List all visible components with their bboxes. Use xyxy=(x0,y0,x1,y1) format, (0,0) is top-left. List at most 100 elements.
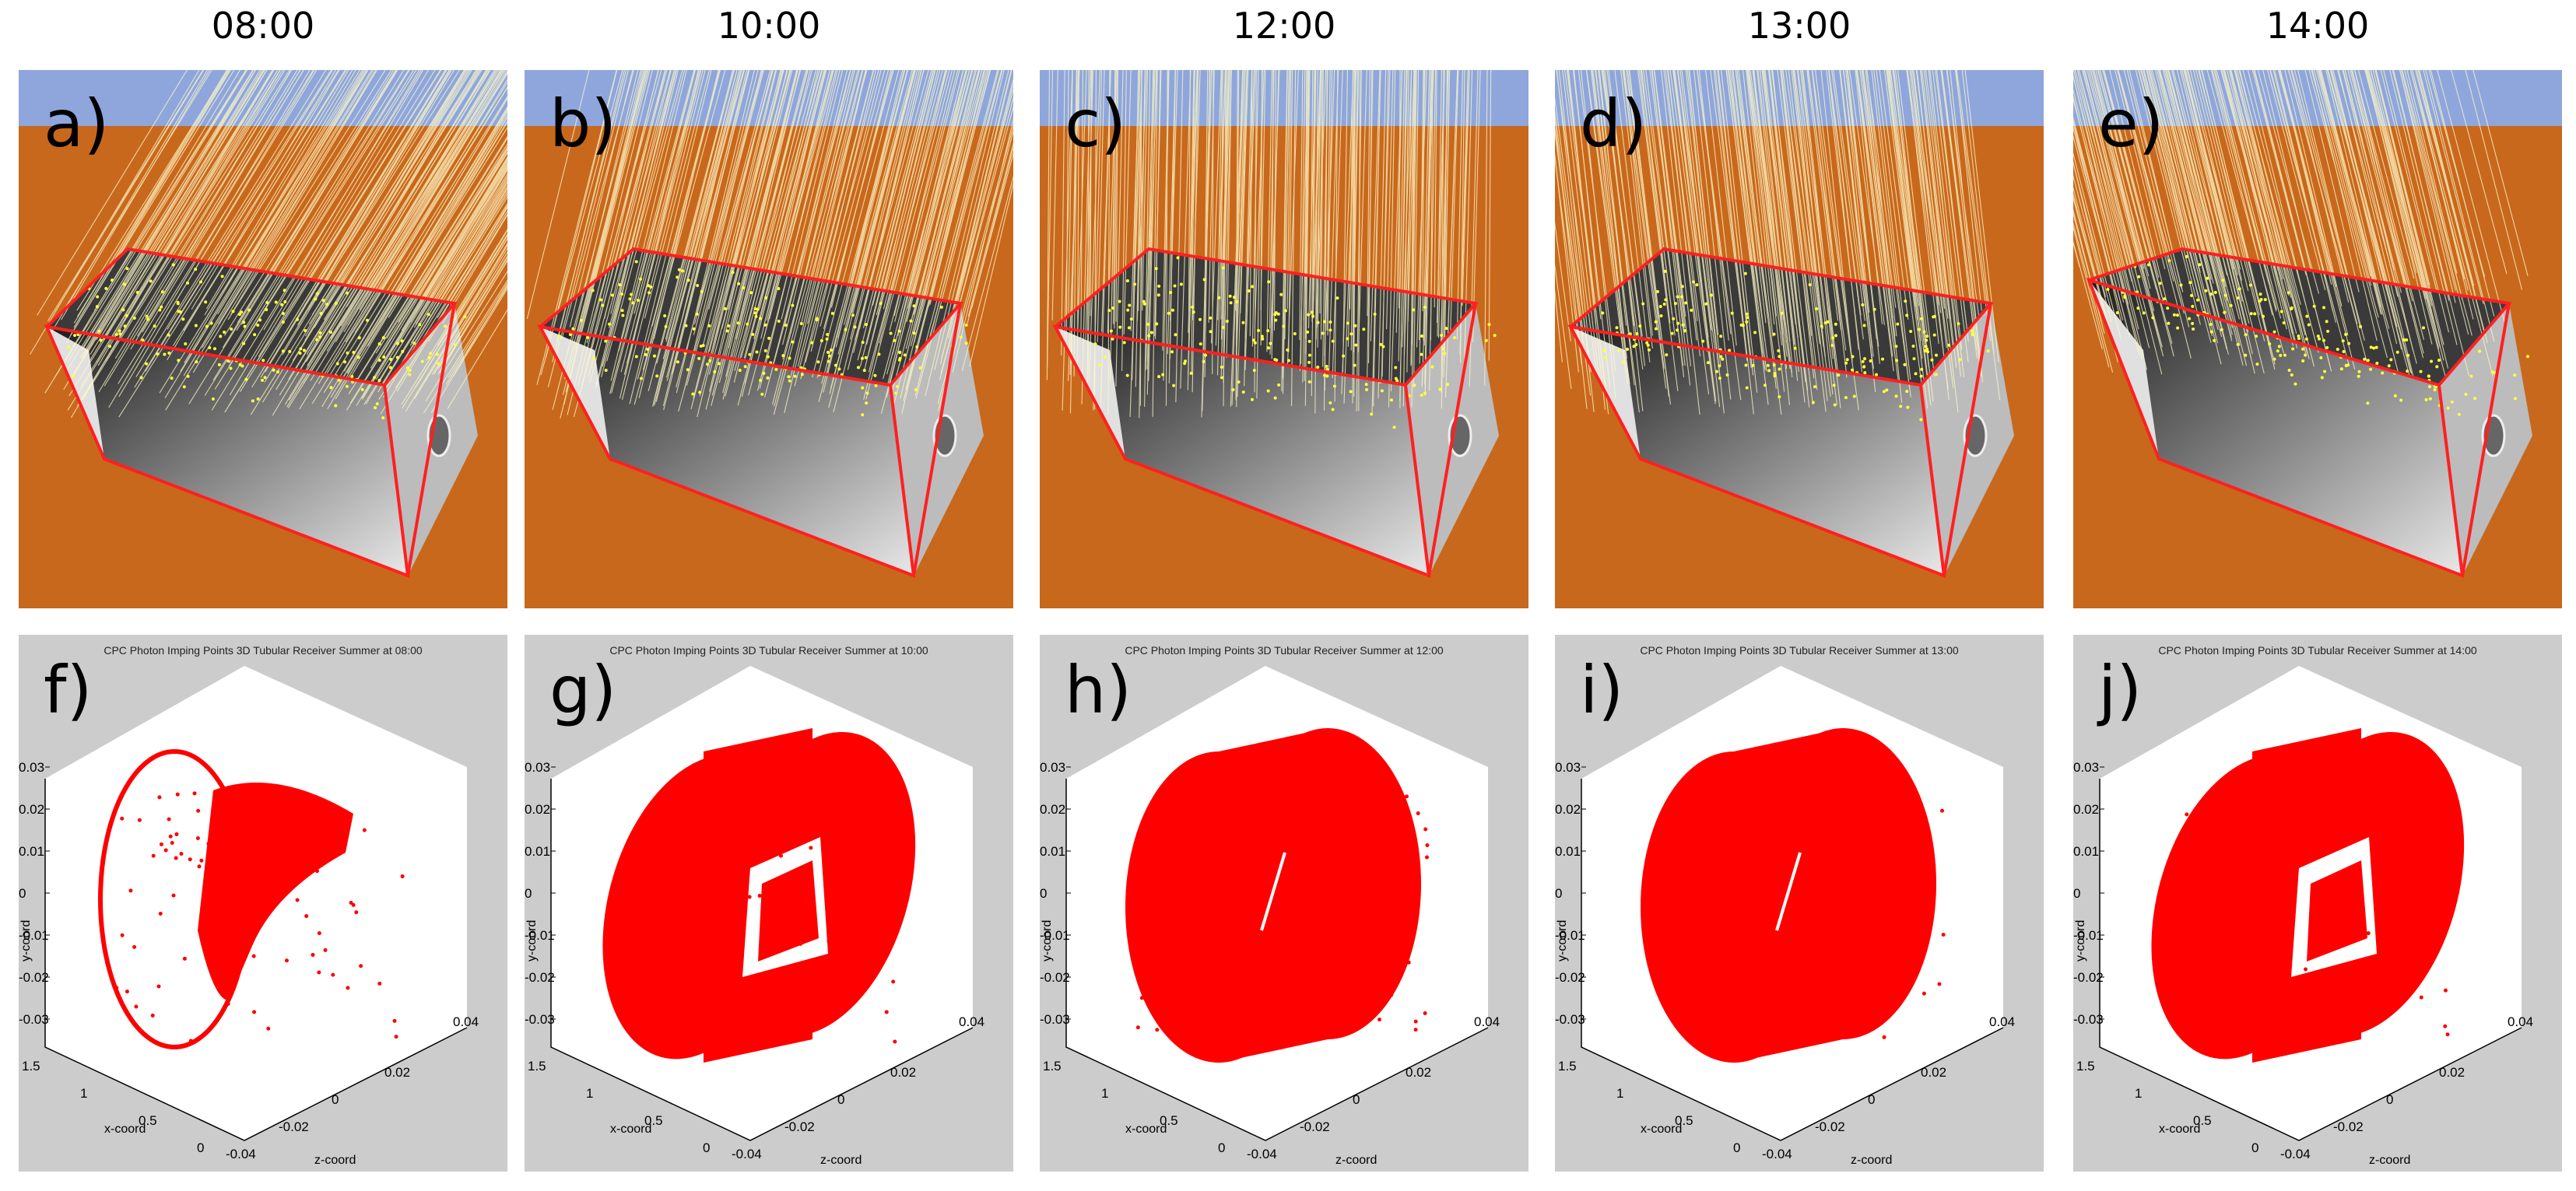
x-tick-label: 0.5 xyxy=(2193,1113,2212,1128)
time-header: 13:00 xyxy=(1747,5,1851,47)
photon-dots xyxy=(2106,254,2530,416)
x-tick-label: 0.5 xyxy=(644,1113,663,1128)
y-tick-label: -0.03 xyxy=(2073,1012,2104,1027)
y-axis-label: y-coord xyxy=(1041,920,1054,962)
y-tick-label: 0.03 xyxy=(525,760,550,775)
plot-axes xyxy=(1065,779,1489,1141)
plot-axes xyxy=(44,779,468,1141)
y-axis-label: y-coord xyxy=(2074,920,2087,962)
x-tick-label: 0 xyxy=(2251,1140,2258,1155)
time-header: 12:00 xyxy=(1232,5,1336,47)
z-tick-label: 0.02 xyxy=(890,1065,916,1080)
ray-trace-render: e) xyxy=(2073,70,2562,608)
z-tick-label: -0.02 xyxy=(784,1119,815,1134)
photon-dots xyxy=(1093,256,1497,429)
y-tick-label: -0.01 xyxy=(525,928,555,943)
ray-trace-render: b) xyxy=(525,70,1013,608)
y-tick-label: 0.01 xyxy=(525,844,550,859)
x-tick-label: 1 xyxy=(1616,1086,1623,1101)
z-tick-label: 0.04 xyxy=(2508,1014,2533,1029)
plot-axes xyxy=(1581,779,2004,1141)
impact-point-cloud xyxy=(1641,728,1946,1063)
x-axis-label: x-coord xyxy=(104,1123,146,1136)
y-tick-label: 0.03 xyxy=(2073,760,2099,775)
panel-label: d) xyxy=(1580,86,1648,162)
plot-axes xyxy=(2099,779,2522,1141)
y-tick-label: -0.03 xyxy=(1555,1012,1585,1027)
x-axis-label: x-coord xyxy=(1125,1123,1167,1136)
y-tick-label: -0.02 xyxy=(525,970,555,985)
impact-point-cloud xyxy=(602,728,916,1063)
scatter-canvas: 0.030.020.010-0.01-0.02-0.03y-coord1.510… xyxy=(19,666,479,1167)
y-tick-label: 0.02 xyxy=(1555,802,1581,817)
z-axis-label: z-coord xyxy=(1335,1154,1377,1167)
z-axis-label: z-coord xyxy=(314,1154,356,1167)
z-tick-label: 0 xyxy=(1353,1092,1360,1107)
y-tick-label: -0.03 xyxy=(1040,1012,1070,1027)
z-tick-label: -0.02 xyxy=(1300,1119,1330,1134)
z-tick-label: -0.04 xyxy=(226,1147,256,1161)
ray-trace-scene xyxy=(19,70,507,608)
y-tick-label: 0.02 xyxy=(19,802,44,817)
trough-body xyxy=(1571,327,1944,576)
x-tick-label: 0 xyxy=(703,1140,710,1155)
x-axis-label: x-coord xyxy=(610,1123,651,1136)
z-tick-label: -0.04 xyxy=(732,1147,762,1161)
y-tick-label: -0.01 xyxy=(2073,928,2104,943)
z-tick-label: 0.04 xyxy=(959,1014,984,1029)
z-tick-label: -0.02 xyxy=(1815,1119,1845,1134)
z-tick-label: 0 xyxy=(2386,1092,2393,1107)
y-tick-label: 0.03 xyxy=(1555,760,1581,775)
y-tick-label: 0.01 xyxy=(1555,844,1581,859)
z-tick-label: 0 xyxy=(1868,1092,1875,1107)
sun-rays xyxy=(30,70,507,419)
y-axis-label: y-coord xyxy=(1556,920,1569,962)
sun-rays xyxy=(1555,70,2001,415)
x-tick-label: 1 xyxy=(80,1086,87,1101)
z-tick-label: 0.04 xyxy=(453,1014,479,1029)
x-tick-label: 1 xyxy=(1101,1086,1108,1101)
y-tick-label: 0.02 xyxy=(1040,802,1065,817)
panel-label: e) xyxy=(2098,86,2164,162)
time-header: 14:00 xyxy=(2265,5,2370,47)
impact-point-cloud xyxy=(98,749,405,1049)
panel-label: f) xyxy=(44,652,93,728)
z-tick-label: -0.04 xyxy=(1247,1147,1277,1161)
trough-body xyxy=(2089,280,2462,576)
y-tick-label: -0.01 xyxy=(1555,928,1585,943)
y-tick-label: 0 xyxy=(1040,886,1047,901)
z-tick-label: 0 xyxy=(837,1092,844,1107)
panel-label: g) xyxy=(549,652,617,728)
ray-trace-scene xyxy=(2073,70,2562,608)
y-tick-label: -0.02 xyxy=(1555,970,1585,985)
time-header: 10:00 xyxy=(717,5,821,47)
y-tick-label: 0 xyxy=(19,886,26,901)
trough-body xyxy=(1055,327,1429,576)
y-tick-label: -0.02 xyxy=(1040,970,1070,985)
y-tick-label: -0.02 xyxy=(19,970,49,985)
time-header: 08:00 xyxy=(211,5,315,47)
z-tick-label: -0.02 xyxy=(279,1119,309,1134)
trough-frame-edge xyxy=(1943,303,1992,576)
plot-title: CPC Photon Imping Points 3D Tubular Rece… xyxy=(1125,644,1444,657)
x-axis-label: x-coord xyxy=(2159,1123,2200,1136)
x-tick-label: 1.5 xyxy=(2076,1059,2095,1074)
ray-trace-scene xyxy=(1555,70,2044,608)
y-tick-label: 0.01 xyxy=(1040,844,1065,859)
scatter-canvas: 0.030.020.010-0.01-0.02-0.03y-coord1.510… xyxy=(2073,666,2533,1167)
panel-label: j) xyxy=(2098,652,2143,728)
y-tick-label: 0 xyxy=(1555,886,1562,901)
sun-rays xyxy=(526,70,1013,419)
z-tick-label: -0.02 xyxy=(2333,1119,2364,1134)
impact-point-cloud xyxy=(1125,728,1430,1063)
x-tick-label: 0 xyxy=(197,1140,204,1155)
x-tick-label: 1.5 xyxy=(1043,1059,1062,1074)
y-tick-label: -0.03 xyxy=(525,1012,555,1027)
x-tick-label: 0.5 xyxy=(1160,1113,1178,1128)
plot-title: CPC Photon Imping Points 3D Tubular Rece… xyxy=(609,644,928,657)
ray-trace-scene xyxy=(525,70,1013,608)
